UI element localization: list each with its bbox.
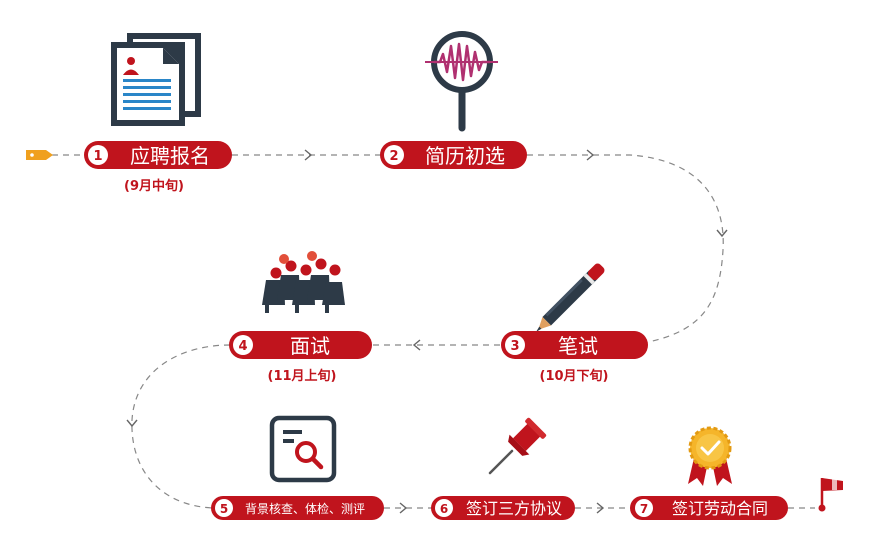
- resume-document-icon: [111, 33, 201, 126]
- step-number: 1: [93, 149, 102, 164]
- step-4: 4 面试: [229, 331, 372, 359]
- step-number: 7: [640, 502, 648, 516]
- step-6: 6 签订三方协议: [431, 496, 575, 520]
- magnifier-waveform-icon: [425, 31, 498, 132]
- pushpin-icon: [488, 417, 547, 475]
- step-number: 6: [440, 502, 448, 516]
- search-document-icon: [269, 415, 337, 483]
- step-note: (9月中旬): [124, 178, 184, 194]
- step-label: 面试: [290, 334, 330, 358]
- award-badge-icon: [688, 426, 732, 486]
- step-label: 签订三方协议: [466, 499, 562, 518]
- step-1: 1 应聘报名: [84, 141, 232, 169]
- flow-arrows: [126, 149, 728, 514]
- group-people-icon: [262, 251, 345, 313]
- step-5: 5 背景核查、体检、测评: [211, 496, 384, 520]
- end-flag-icon: [818, 478, 843, 512]
- step-label: 应聘报名: [130, 144, 210, 168]
- step-number: 2: [389, 149, 398, 164]
- flow-path: [52, 154, 815, 509]
- step-note: (11月上旬): [268, 368, 337, 384]
- step-2: 2 简历初选: [380, 141, 527, 169]
- pen-icon: [536, 263, 605, 332]
- step-3: 3 笔试: [501, 331, 648, 359]
- step-label: 笔试: [558, 334, 598, 358]
- step-number: 3: [510, 339, 519, 354]
- step-label: 简历初选: [425, 144, 505, 168]
- step-label: 背景核查、体检、测评: [245, 501, 365, 516]
- step-7: 7 签订劳动合同: [630, 496, 788, 520]
- start-tag-icon: [26, 150, 53, 160]
- step-number: 4: [238, 339, 247, 354]
- step-number: 5: [220, 502, 228, 516]
- step-label: 签订劳动合同: [672, 499, 768, 518]
- step-note: (10月下旬): [540, 368, 609, 384]
